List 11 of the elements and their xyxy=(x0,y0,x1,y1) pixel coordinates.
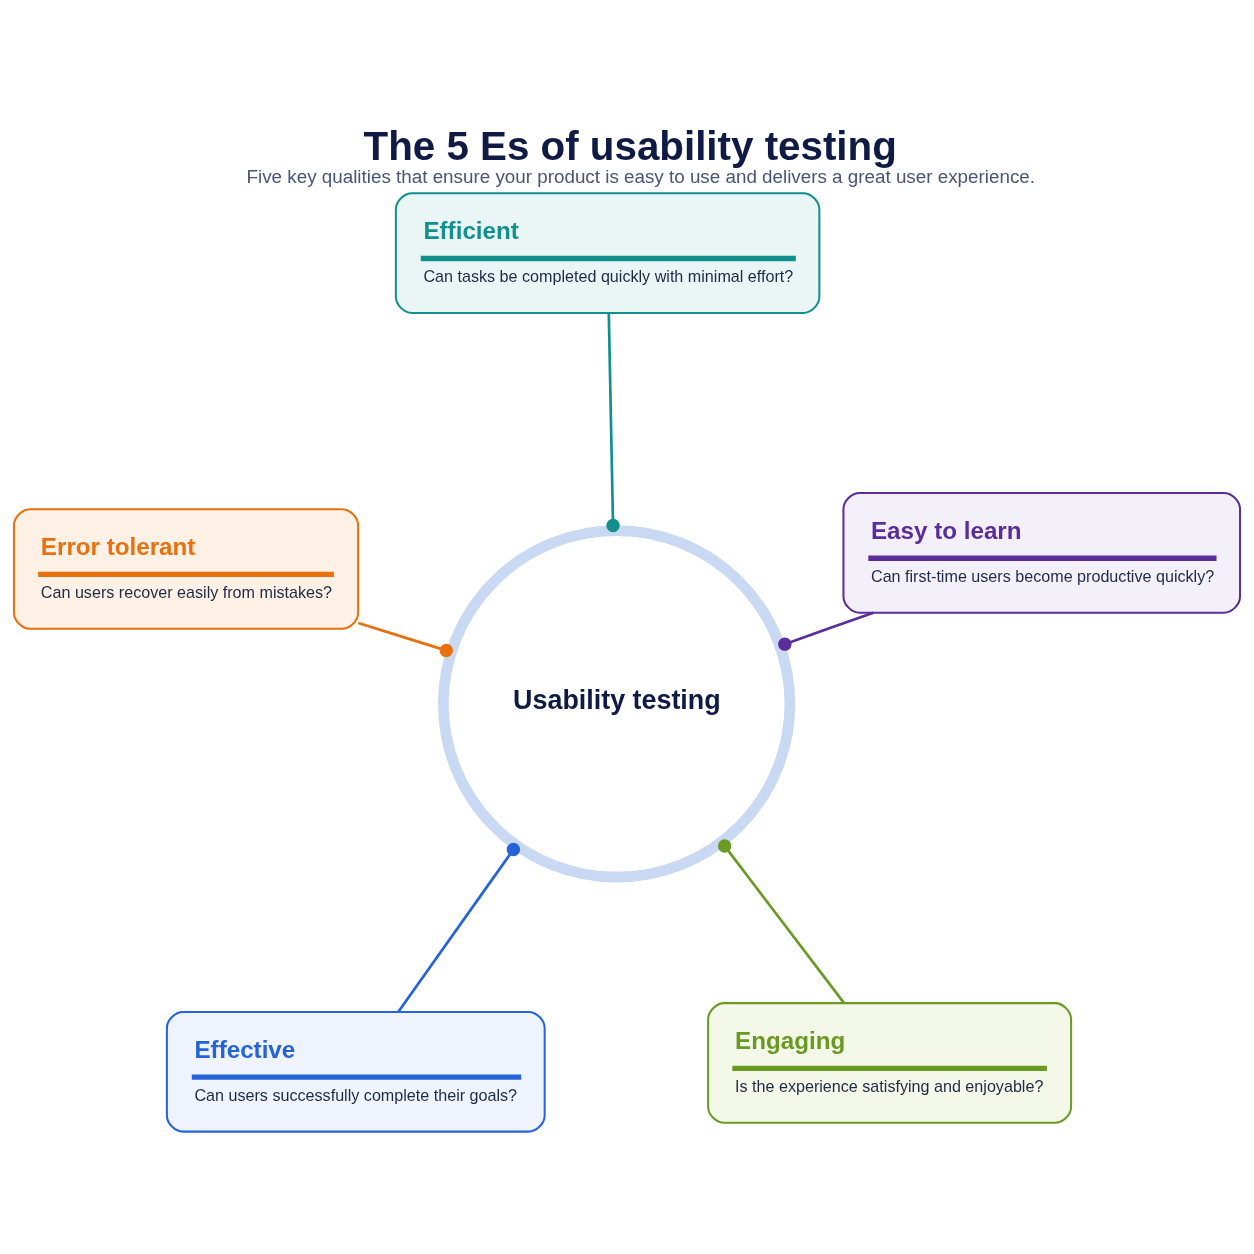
node-box: Effective Can users successfully complete their goals? xyxy=(165,1010,546,1133)
node-box: Engaging Is the experience satisfying and enjoyable? xyxy=(707,1001,1073,1124)
connector xyxy=(717,838,845,1004)
connector xyxy=(357,621,453,657)
connector xyxy=(397,842,521,1012)
node-box: Easy to learn Can first-time users become productive quickly? xyxy=(842,491,1242,614)
node-box: Efficient Can tasks be completed quickly with minimal effort? xyxy=(394,191,821,314)
connector xyxy=(778,610,874,651)
connector xyxy=(606,312,620,532)
diagram-title: The 5 Es of usability testing xyxy=(363,122,897,169)
node-box: Error tolerant Can users recover easily from mistakes? xyxy=(12,507,360,630)
